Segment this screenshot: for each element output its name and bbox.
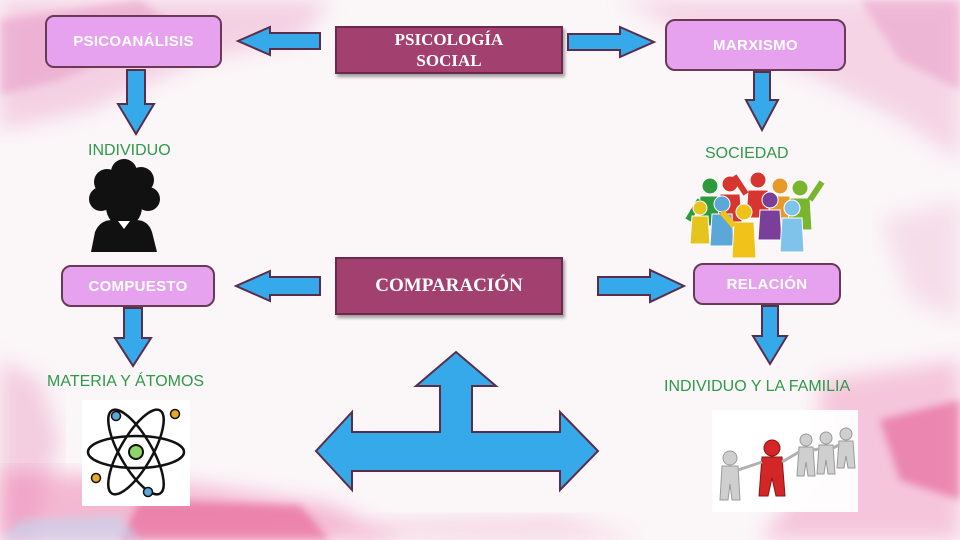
arrow-left-middle <box>233 269 321 303</box>
marxismo-node: MARXISMO <box>665 19 846 71</box>
relacion-node: RELACIÓN <box>693 263 841 305</box>
individuo-familia-label: INDIVIDUO Y LA FAMILIA <box>664 378 851 395</box>
arrow-down-left <box>116 69 156 136</box>
comparacion-title: COMPARACIÓN <box>335 257 563 315</box>
atom-icon <box>82 400 190 506</box>
arrow-right-middle <box>597 268 687 304</box>
person-icon <box>89 159 160 252</box>
arrow-left-top <box>235 25 321 57</box>
psicoanalisis-node: PSICOANÁLISIS <box>45 15 222 68</box>
arrow-down-right-bottom <box>751 305 789 366</box>
crowd-icon <box>685 171 825 259</box>
compuesto-node: COMPUESTO <box>61 265 215 307</box>
three-way-arrow <box>314 350 600 493</box>
materia-atomos-label: MATERIA Y ÁTOMOS <box>47 373 205 390</box>
arrow-down-right <box>744 71 780 133</box>
individuo-label: INDIVIDUO <box>88 142 171 159</box>
arrow-right-top <box>567 25 657 59</box>
sociedad-label: SOCIEDAD <box>705 145 789 162</box>
family-icon <box>712 410 858 512</box>
arrow-down-left-bottom <box>113 307 153 368</box>
psicologia-social-title: PSICOLOGÍA SOCIAL <box>335 26 563 74</box>
